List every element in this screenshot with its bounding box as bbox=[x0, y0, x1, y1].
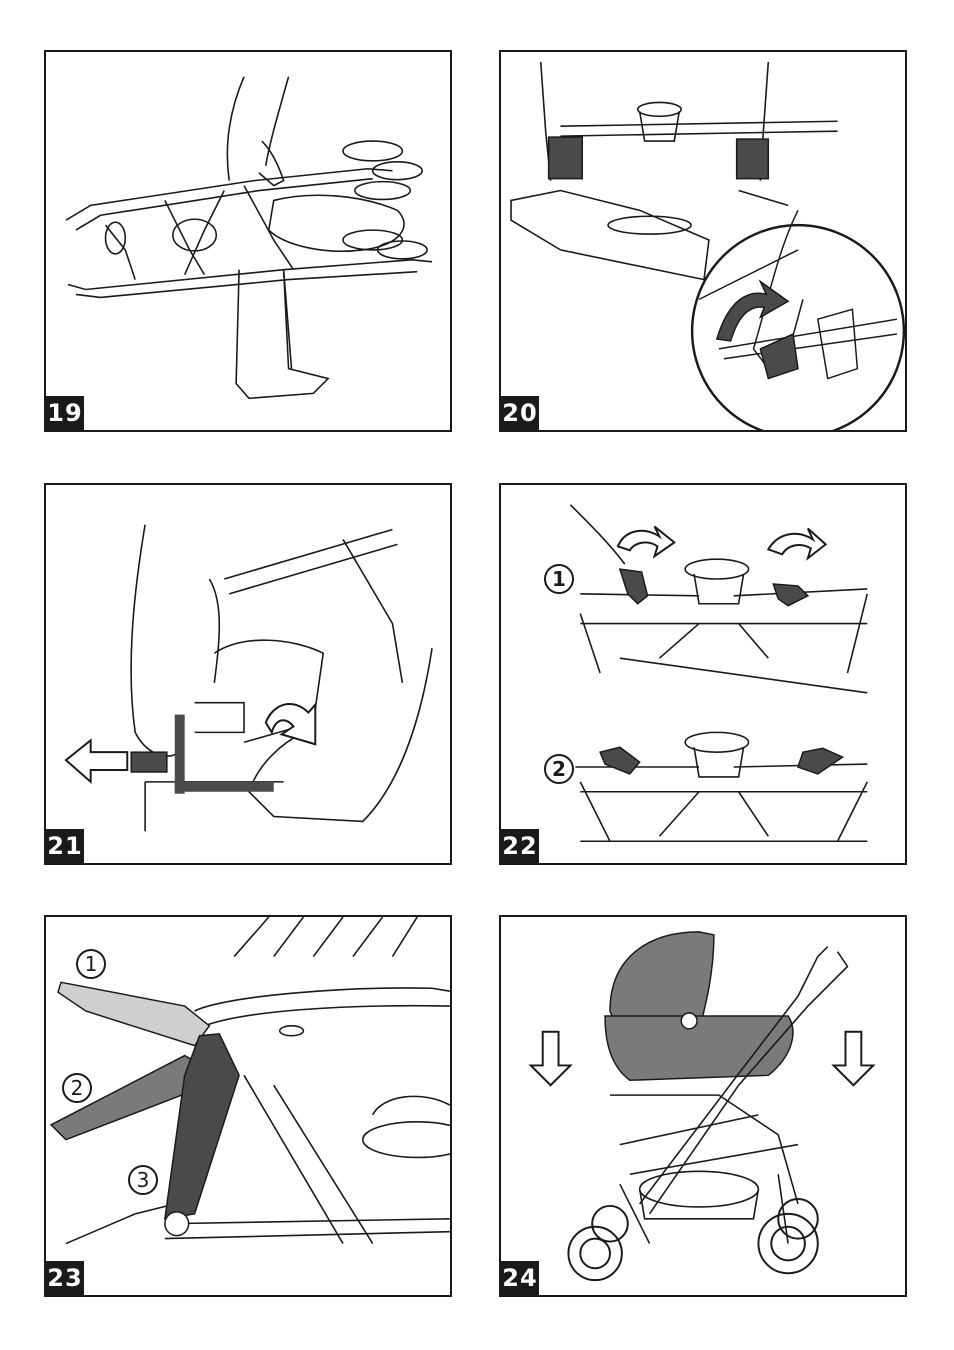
release-button bbox=[131, 752, 167, 772]
figure-number: 24 bbox=[501, 1261, 539, 1295]
figure-24: 24 bbox=[499, 915, 907, 1297]
right-lever bbox=[737, 139, 769, 179]
figure-number: 22 bbox=[501, 829, 539, 863]
down-arrow-left-icon bbox=[531, 1032, 571, 1085]
figure-20: 20 bbox=[499, 50, 907, 432]
figure-number: 20 bbox=[501, 396, 539, 430]
figure-22: 1 2 22 bbox=[499, 483, 907, 865]
step-1-marker: 1 bbox=[76, 949, 106, 979]
step-2-marker: 2 bbox=[62, 1073, 92, 1103]
button-release-illustration bbox=[46, 485, 450, 863]
left-lever-step2 bbox=[600, 747, 640, 774]
figure-21: 21 bbox=[44, 483, 452, 865]
lever-rotation-illustration bbox=[501, 485, 905, 863]
right-lever-step2 bbox=[798, 748, 843, 774]
right-lever-step1 bbox=[773, 584, 808, 606]
carrycot-body bbox=[605, 1016, 793, 1080]
left-arrow-icon bbox=[66, 740, 127, 782]
folded-stroller-carry-illustration bbox=[46, 52, 450, 430]
left-lever bbox=[549, 137, 583, 179]
rotate-down-arrow-icon bbox=[266, 704, 315, 744]
step-1-marker: 1 bbox=[544, 564, 574, 594]
figure-number: 21 bbox=[46, 829, 84, 863]
figure-19: 19 bbox=[44, 50, 452, 432]
handle-position-1 bbox=[58, 982, 209, 1045]
step-2-marker: 2 bbox=[544, 754, 574, 784]
figure-number: 23 bbox=[46, 1261, 84, 1295]
handle-positions-illustration bbox=[46, 917, 450, 1295]
carrycot-attach-illustration bbox=[501, 917, 905, 1295]
down-arrow-right-icon bbox=[834, 1032, 874, 1085]
step-3-marker: 3 bbox=[128, 1165, 158, 1195]
rotate-right-arrow-icon bbox=[768, 529, 825, 559]
rotate-left-arrow-icon bbox=[618, 527, 674, 557]
figure-23: 1 2 3 23 bbox=[44, 915, 452, 1297]
frame-lever-illustration bbox=[501, 52, 905, 430]
left-lever-step1 bbox=[620, 569, 648, 604]
figure-number: 19 bbox=[46, 396, 84, 430]
